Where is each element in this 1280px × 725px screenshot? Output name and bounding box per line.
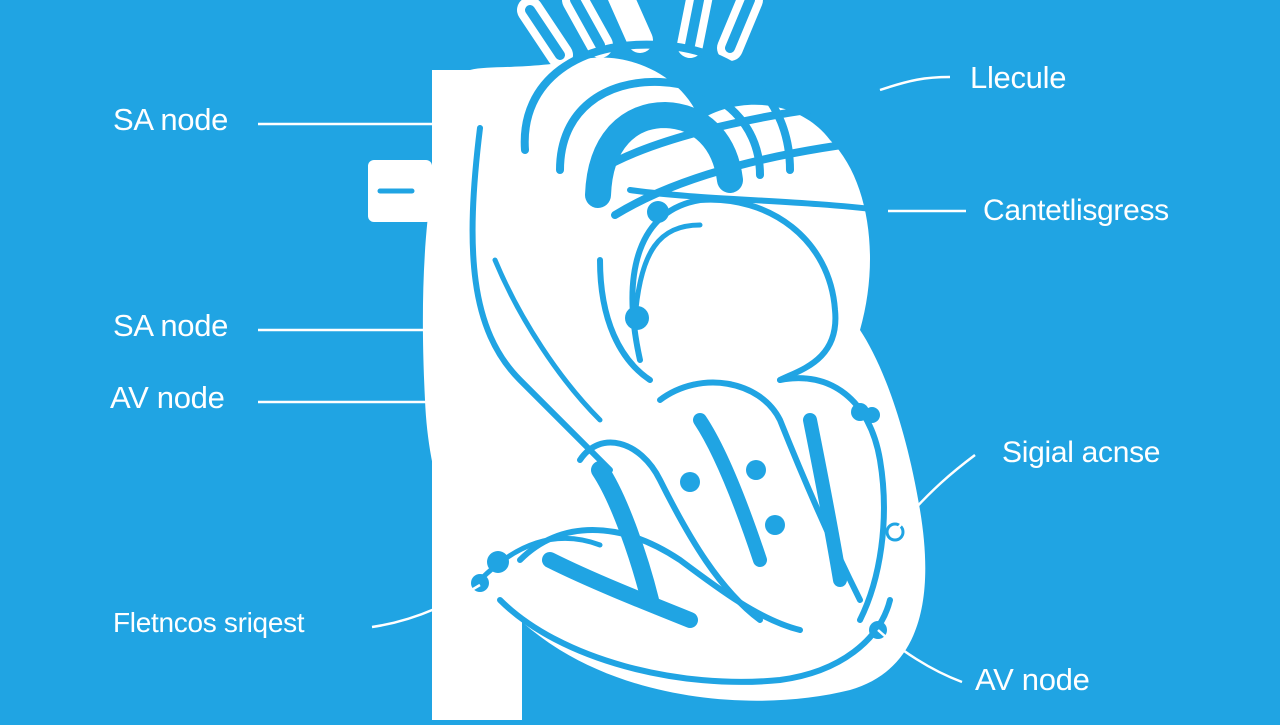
label-top-right: Llecule — [970, 60, 1067, 95]
label-av-node-left: AV node — [110, 380, 225, 415]
label-upper-right: Cantetlisgress — [983, 194, 1169, 227]
right-atrium-wall — [469, 125, 613, 473]
pulmonary-artery — [596, 96, 904, 174]
label-av-node-right: AV node — [975, 662, 1090, 697]
label-sa-node-middle: SA node — [113, 308, 229, 343]
leader-lines — [258, 75, 976, 684]
ventricle-detail — [577, 439, 763, 623]
label-middle-right: Sigial acnse — [1002, 436, 1161, 469]
label-sa-node-top: SA node — [113, 102, 229, 137]
label-bottom-left: Fletncos sriqest — [113, 607, 305, 638]
left-ventricle-wall — [629, 196, 839, 383]
